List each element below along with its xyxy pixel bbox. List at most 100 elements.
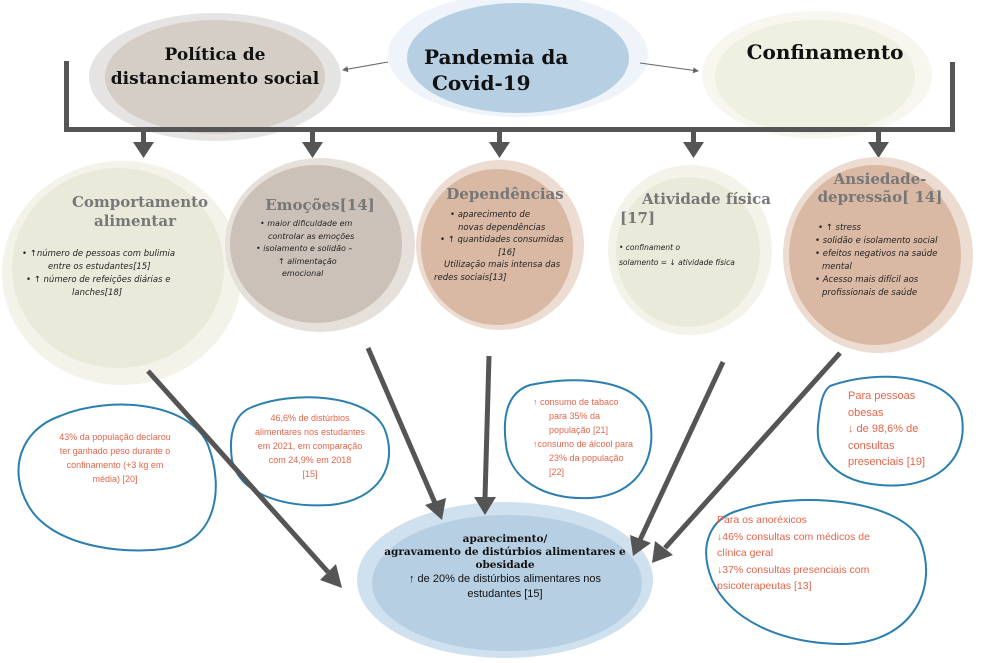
arrow-to-confinement <box>639 62 699 74</box>
activity-blob <box>608 165 772 335</box>
dependencies-item: Utilização mais intensa das <box>444 260 561 270</box>
down-arrow-anxiety <box>868 131 889 158</box>
note-disorders: 46,6% de distúrbios alimentares nos estu… <box>245 411 375 481</box>
result-line1: aparecimento/ <box>462 533 548 545</box>
activity-title-line2: [17] <box>620 209 656 227</box>
down-arrow-activity <box>683 131 704 158</box>
eating-list: • ↑número de pessoas com bulimia entre o… <box>22 248 207 300</box>
arrow-eating-to-result <box>146 369 330 574</box>
result-text: aparecimento/ agravamento de distúrbios … <box>370 533 640 602</box>
note-anorexic-line: ↓46% consultas com médicos de <box>717 530 870 543</box>
dependencies-blob <box>416 160 584 330</box>
note-obese: Para pessoas obesas ↓ de 98,6% de consul… <box>848 388 958 471</box>
anxiety-title-line2: depressão[ 14] <box>817 188 943 206</box>
eating-title-line1: Comportamento <box>71 193 209 211</box>
eating-item: • ↑número de pessoas com bulimia <box>22 249 176 259</box>
arrow-emotions-to-result <box>365 347 438 504</box>
note-disorders-line: com 24,9% em 2018 <box>268 455 352 465</box>
bracket-connector <box>64 61 955 132</box>
note-disorders-outline <box>230 396 390 507</box>
emotions-item: • maior dificuldade em <box>260 219 353 228</box>
result-line2: agravamento de distúrbios alimentares e <box>384 546 626 558</box>
anxiety-item: mental <box>822 262 852 272</box>
anxiety-item: • efeitos negativos na saúde <box>815 249 938 259</box>
eating-title-line2: alimentar <box>94 212 176 230</box>
policy-title-line2: distanciamento social <box>110 69 320 89</box>
arrow-activity-head <box>630 535 651 556</box>
down-arrow-eating <box>133 131 154 158</box>
arrow-to-policy <box>342 61 389 73</box>
down-arrow-dependencies <box>489 131 510 158</box>
eating-title: Comportamento alimentar <box>55 193 225 231</box>
note-disorders-line: 46,6% de distúrbios <box>270 413 350 423</box>
result-line5: estudantes [15] <box>467 588 543 600</box>
dependencies-list: • aparecimento de novas dependências • ↑… <box>434 209 588 284</box>
note-substances-outline <box>503 379 653 500</box>
anxiety-item: • Acesso mais difícil aos <box>815 275 919 285</box>
policy-title: Política de distanciamento social <box>110 43 320 91</box>
note-anorexic-line: psicoterapeutas [13] <box>717 580 812 592</box>
arrow-activity-to-result <box>637 360 726 542</box>
eating-item: entre os estudantes[15] <box>48 262 151 272</box>
activity-list: • confinament o solamento = ↓ atividade … <box>619 240 779 270</box>
emotions-list: • maior dificuldade em controlar as emoç… <box>256 218 396 281</box>
note-substances-line: para 35% da <box>549 411 601 421</box>
eating-item: • ↑ número de refeições diárias e <box>26 275 171 285</box>
arrow-anxiety-to-result <box>663 351 842 550</box>
activity-item: • confinament o <box>619 243 681 252</box>
note-anorexic-line: ↓37% consultas presenciais com <box>717 563 870 576</box>
note-weight-line: confinamento (+3 kg em <box>66 460 164 470</box>
activity-title-line1: Atividade física <box>642 190 772 208</box>
arrow-emotions-head <box>425 498 446 520</box>
arrow-eating-head <box>320 564 342 588</box>
anxiety-title-line1: Ansiedade- <box>833 170 927 188</box>
activity-item: solamento = ↓ atividade física <box>619 258 735 267</box>
result-line3: obesidade <box>475 559 535 571</box>
note-substances-line: 23% da população <box>549 453 624 463</box>
note-weight-line: 43% da população declarou <box>59 432 171 442</box>
policy-node <box>89 13 341 141</box>
dependencies-item: novas dependências <box>458 222 546 233</box>
arrow-anxiety-head <box>652 541 673 563</box>
policy-title-line1: Política de <box>164 45 266 65</box>
note-anorexic: Para os anoréxicos ↓46% consultas com mé… <box>717 512 917 595</box>
result-node <box>357 502 653 658</box>
pandemic-title-line2: Covid-19 <box>432 71 531 95</box>
note-substances-line: ↑ consumo de tabaco <box>533 397 619 407</box>
pandemic-title: Pandemia da Covid-19 <box>420 44 620 96</box>
note-anorexic-line: Para os anoréxicos <box>717 514 807 526</box>
dependencies-title: Dependências <box>446 185 564 203</box>
anxiety-title: Ansiedade- depressão[ 14] <box>810 170 950 206</box>
note-weight-outline <box>17 403 217 552</box>
note-obese-line: Para pessoas <box>848 390 916 402</box>
note-disorders-line: [15] <box>302 469 318 479</box>
emotions-item: ↑ alimentação <box>278 256 337 266</box>
note-weight-line: ter ganhado peso durante o <box>59 446 171 456</box>
note-anorexic-outline <box>705 499 928 646</box>
emotions-title: Emoções[14] <box>265 196 375 214</box>
note-disorders-line: alimentares nos estudantes <box>254 427 366 437</box>
arrow-dependencies-to-result <box>482 355 492 499</box>
activity-title: Atividade física [17] <box>620 190 780 228</box>
note-weight-line: média) [20] <box>92 474 138 484</box>
note-obese-line: ↓ de 98,6% de <box>848 423 919 435</box>
result-line4: ↑ de 20% de distúrbios alimentares nos <box>409 573 601 585</box>
converging-arrows <box>146 347 842 588</box>
note-obese-outline <box>816 375 964 487</box>
note-disorders-line: em 2021, em comparação <box>257 441 363 451</box>
emotions-blob <box>225 158 415 332</box>
emotions-item: emocional <box>282 269 324 278</box>
note-substances-line: [22] <box>549 467 565 477</box>
down-arrow-emotions <box>302 131 323 158</box>
note-anorexic-line: clínica geral <box>717 547 774 559</box>
dependencies-item: redes sociais[13] <box>434 272 507 283</box>
dependencies-item: [16] <box>498 247 516 258</box>
note-obese-line: presenciais [19] <box>848 456 926 468</box>
dependencies-item: • ↑ quantidades consumidas <box>440 235 564 245</box>
note-substances-line: ↑consumo de álcool para <box>533 439 634 449</box>
anxiety-blob <box>783 157 973 353</box>
emotions-item: • isolamento e solidão – <box>256 244 353 253</box>
pandemic-title-line1: Pandemia da <box>424 45 569 69</box>
eating-item: lanches[18] <box>72 288 123 298</box>
